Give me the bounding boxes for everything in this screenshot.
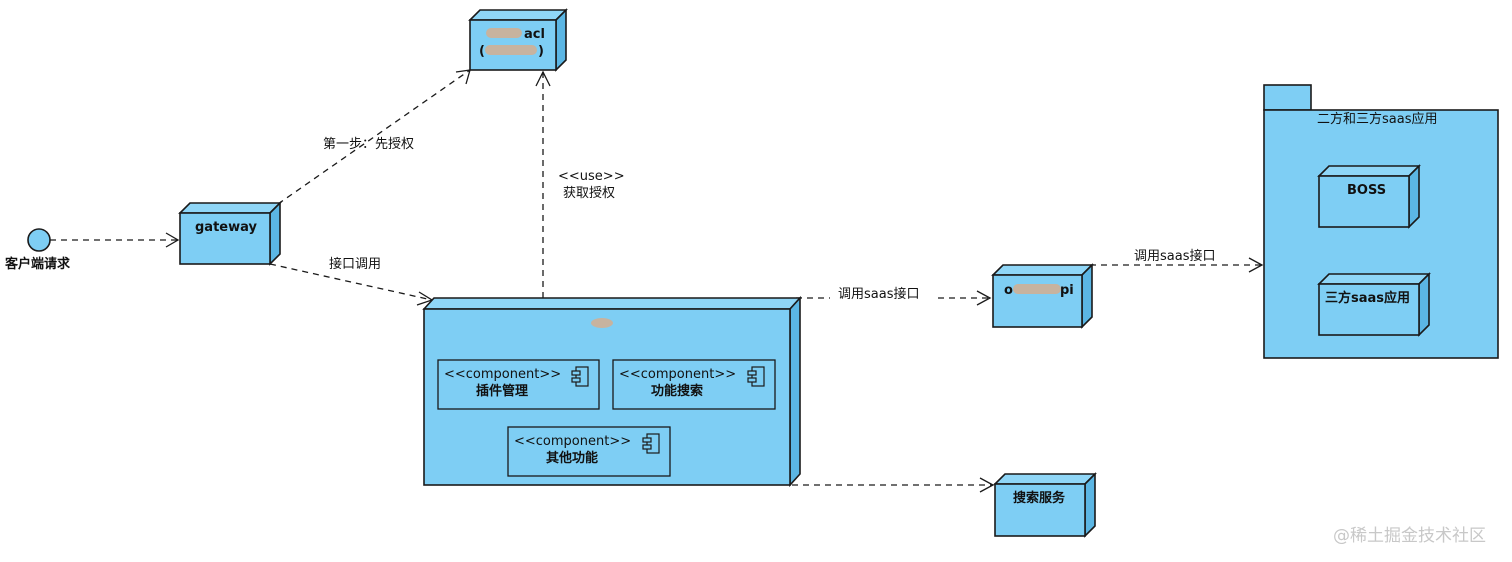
- component-label: 功能搜索: [651, 383, 703, 399]
- component-icon: [571, 366, 589, 387]
- node-acl-label: acl: [524, 27, 545, 42]
- redacted-mark: [591, 318, 613, 328]
- node-openapi-label-start: o: [1004, 283, 1013, 298]
- actor-client[interactable]: 客户端请求: [5, 228, 71, 272]
- actor-circle-icon: [27, 228, 51, 252]
- edge-label-core-to-openapi: 调用saas接口: [838, 286, 919, 302]
- component-feature-search[interactable]: <<component>> 功能搜索: [612, 359, 776, 410]
- actor-label: 客户端请求: [5, 256, 71, 272]
- edge-gateway-to-core: 接口调用: [269, 256, 434, 306]
- component-stereotype: <<component>>: [619, 367, 736, 382]
- component-icon: [747, 366, 765, 387]
- package-saas-apps[interactable]: 二方和三方saas应用 BOSS 三方saas应用: [1263, 84, 1499, 359]
- component-label: 其他功能: [546, 450, 598, 466]
- node-openapi-label-end: pi: [1060, 283, 1074, 298]
- edge-stereotype-use: <<use>>: [558, 169, 625, 184]
- node-core[interactable]: <<component>> 插件管理 <<component>> 功能搜索 <<…: [422, 295, 802, 488]
- edge-gateway-to-acl: 第一步：先授权: [277, 69, 471, 205]
- node-acl-paren-close: ): [538, 44, 544, 59]
- node-third-party-saas[interactable]: 三方saas应用: [1317, 272, 1431, 337]
- edge-core-to-search: [792, 477, 995, 493]
- node-boss-label: BOSS: [1347, 183, 1386, 198]
- node-acl[interactable]: acl ( ): [468, 8, 568, 72]
- node-gateway[interactable]: gateway: [178, 201, 282, 266]
- edge-label-core-to-acl: 获取授权: [563, 185, 615, 201]
- component-icon: [642, 433, 660, 454]
- redacted-mark: [485, 45, 537, 55]
- redacted-mark: [1013, 284, 1061, 294]
- component-label: 插件管理: [476, 383, 528, 399]
- redacted-mark: [486, 28, 522, 38]
- package-label: 二方和三方saas应用: [1317, 111, 1437, 127]
- component-plugin-management[interactable]: <<component>> 插件管理: [437, 359, 600, 410]
- node-search-service[interactable]: 搜索服务: [993, 472, 1097, 538]
- edge-client-to-gateway: [50, 232, 180, 248]
- component-other-features[interactable]: <<component>> 其他功能: [507, 426, 671, 477]
- node-openapi[interactable]: o pi: [991, 263, 1094, 329]
- component-stereotype: <<component>>: [444, 367, 561, 382]
- edge-label-gateway-to-acl: 第一步：先授权: [323, 136, 414, 152]
- edge-label-openapi-to-package: 调用saas接口: [1134, 248, 1215, 264]
- edge-core-to-acl: <<use>> 获取授权: [535, 70, 625, 298]
- node-acl-paren-open: (: [479, 44, 485, 59]
- node-search-label: 搜索服务: [1013, 490, 1066, 506]
- component-stereotype: <<component>>: [514, 434, 631, 449]
- node-gateway-label: gateway: [195, 220, 257, 235]
- watermark: @稀土掘金技术社区: [1333, 526, 1486, 546]
- node-boss[interactable]: BOSS: [1317, 164, 1421, 229]
- package-tab: [1263, 84, 1312, 111]
- edge-openapi-to-package: 调用saas接口: [1090, 248, 1264, 273]
- node-third-party-label: 三方saas应用: [1325, 290, 1410, 306]
- edge-label-gateway-to-core: 接口调用: [329, 256, 381, 272]
- edge-core-to-openapi: 调用saas接口: [796, 286, 992, 306]
